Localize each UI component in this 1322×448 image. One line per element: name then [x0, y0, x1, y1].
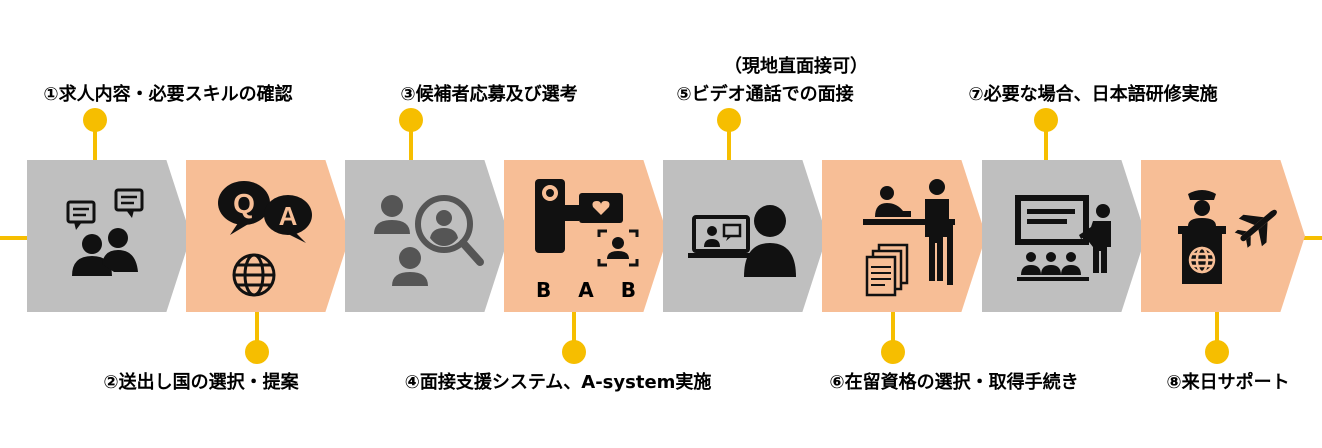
candidate-search-icon [374, 195, 484, 286]
connector-7 [1044, 120, 1048, 160]
step-2-label: ②送出し国の選択・提案 [103, 372, 299, 393]
dot-2 [245, 340, 269, 364]
counter-documents-icon [863, 179, 955, 297]
video-call-icon [688, 205, 796, 277]
connector-3 [409, 120, 413, 160]
dot-6 [881, 340, 905, 364]
chat-people-icon [66, 188, 144, 276]
step-8-box [1141, 160, 1305, 312]
dot-7 [1034, 108, 1058, 132]
step-4-box: B A B [504, 160, 668, 312]
step-3-box [345, 160, 509, 312]
step-8-label: ⑧来日サポート [1166, 372, 1290, 393]
dot-5 [717, 108, 741, 132]
dot-3 [399, 108, 423, 132]
connector-8 [1215, 312, 1219, 352]
connector-5 [727, 120, 731, 160]
step-5-pre-label: （現地直面接可） [724, 56, 868, 77]
connector-4 [572, 312, 576, 352]
bab-text: B A B [536, 278, 646, 302]
airport-immigration-icon [1178, 190, 1277, 284]
step-7-label: ⑦必要な場合、日本語研修実施 [968, 84, 1218, 105]
connector-2 [255, 312, 259, 352]
step-2-box: Q A [186, 160, 350, 312]
svg-text:Q: Q [233, 188, 255, 219]
step-1-box [27, 160, 191, 312]
step-4-label: ④面接支援システム、A-system実施 [404, 372, 712, 393]
step-5-box [663, 160, 827, 312]
dot-1 [83, 108, 107, 132]
step-6-label: ⑥在留資格の選択・取得手続き [829, 372, 1079, 393]
step-3-label: ③候補者応募及び選考 [400, 84, 578, 105]
connector-6 [891, 312, 895, 352]
svg-text:A: A [279, 201, 298, 231]
qa-globe-icon: Q A [218, 181, 312, 297]
step-7-box [982, 160, 1146, 312]
video-camera-icon [535, 179, 639, 267]
classroom-icon [1015, 195, 1111, 281]
connector-1 [93, 120, 97, 160]
step-1-label: ①求人内容・必要スキルの確認 [43, 84, 293, 105]
step-6-box [822, 160, 986, 312]
step-5-label: ⑤ビデオ通話での面接 [676, 84, 854, 105]
dot-4 [562, 340, 586, 364]
dot-8 [1205, 340, 1229, 364]
